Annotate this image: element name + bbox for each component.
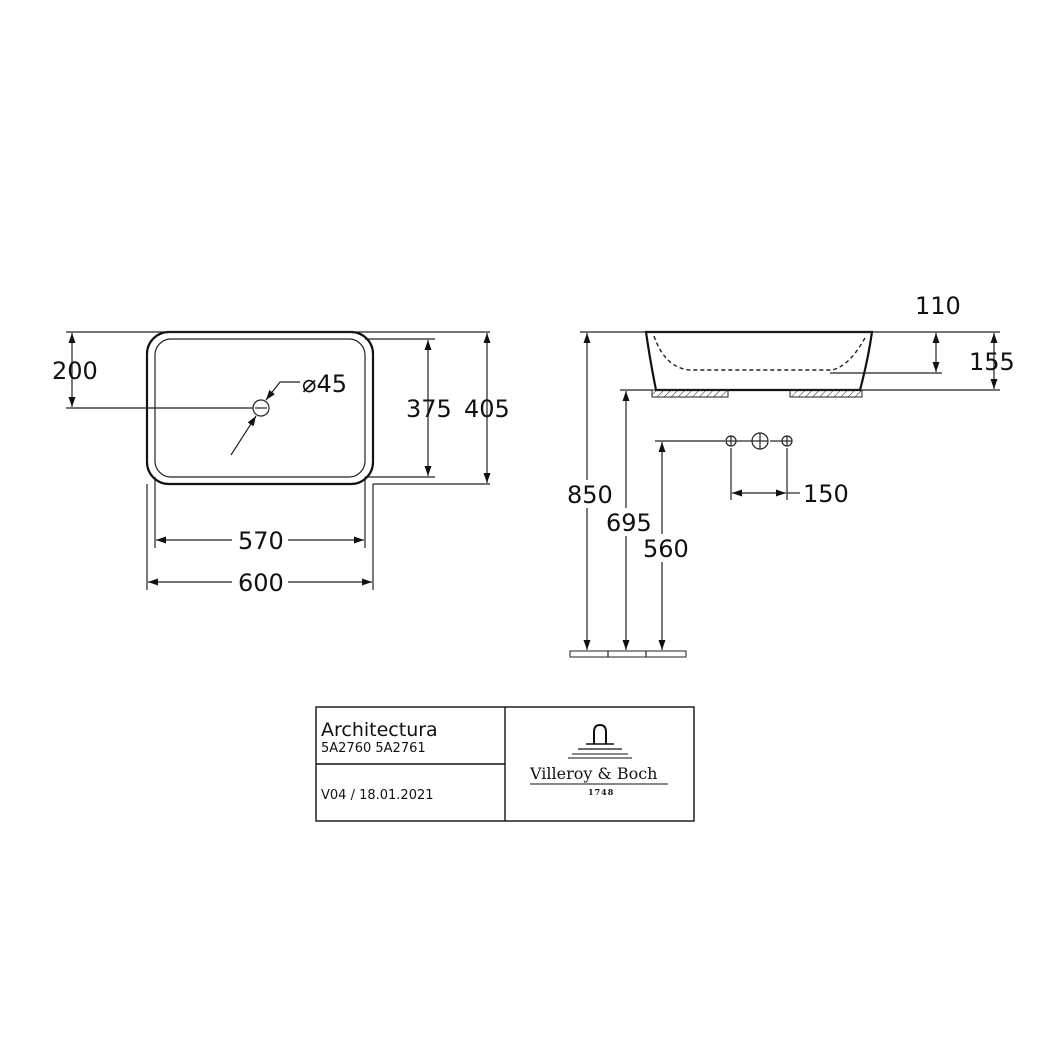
mount-right <box>789 389 863 398</box>
brand-year: 1748 <box>588 787 614 797</box>
version-date: V04 / 18.01.2021 <box>321 788 434 803</box>
dim-695-label: 695 <box>606 509 652 537</box>
dim-600-label: 600 <box>238 569 284 597</box>
side-view: 110 155 850 695 560 150 <box>565 292 1015 658</box>
dim-570-label: 570 <box>238 527 284 555</box>
dim-375-label: 375 <box>406 395 452 423</box>
dim-850-label: 850 <box>567 481 613 509</box>
dim-405-label: 405 <box>464 395 510 423</box>
brand-name: Villeroy & Boch <box>529 764 657 783</box>
dim-560-label: 560 <box>643 535 689 563</box>
diameter-leader <box>265 381 300 401</box>
mount-left <box>651 389 729 398</box>
dim-110-label: 110 <box>915 292 961 320</box>
logo-fountain-icon <box>593 723 607 744</box>
top-view: 200 ⌀45 375 405 570 600 <box>52 330 510 597</box>
product-name: Architectura <box>321 719 438 741</box>
floor-line <box>569 650 687 658</box>
dim-155-label: 155 <box>969 348 1015 376</box>
dim-150-label: 150 <box>803 480 849 508</box>
basin-inner-dashed <box>653 335 867 371</box>
diameter-leader-tail <box>230 415 257 456</box>
villeroy-boch-logo: Villeroy & Boch 1748 <box>529 723 668 797</box>
article-numbers: 5A2760 5A2761 <box>321 741 426 756</box>
dim-200-label: 200 <box>52 357 98 385</box>
title-block: Architectura 5A2760 5A2761 V04 / 18.01.2… <box>315 706 695 822</box>
dim-diameter-label: ⌀45 <box>302 370 347 398</box>
basin-side-profile <box>644 330 874 392</box>
